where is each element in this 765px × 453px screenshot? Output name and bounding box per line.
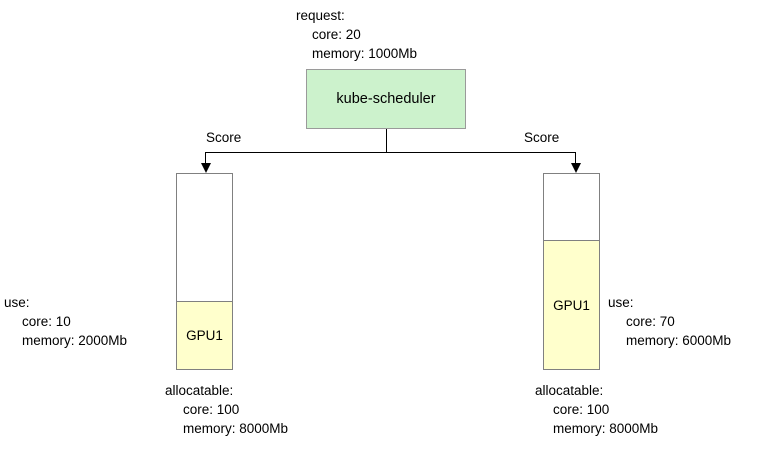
allocatable-memory-right: memory: 8000Mb [553,421,659,436]
allocatable-header-right: allocatable: [535,383,604,398]
request-spec-block: request: core: 20 memory: 1000Mb [246,6,526,63]
allocatable-block-left: allocatable: core: 100 memory: 8000Mb [165,381,288,438]
score-label-left: Score [206,130,242,145]
node-box-right[interactable]: GPU1 [543,173,600,370]
request-memory: memory: 1000Mb [312,46,418,61]
allocatable-core-right: core: 100 [553,402,610,417]
use-header-left: use: [4,295,30,310]
node-usage-fill-right: GPU1 [544,240,599,369]
use-header-right: use: [608,295,634,310]
use-memory-right: memory: 6000Mb [626,333,732,348]
allocatable-block-right: allocatable: core: 100 memory: 8000Mb [535,381,658,438]
kube-scheduler-label: kube-scheduler [336,91,436,107]
allocatable-header-left: allocatable: [165,383,234,398]
use-core-left: core: 10 [22,314,71,329]
scheduler-trunk-line [386,129,387,153]
node-usage-fill-left: GPU1 [177,301,232,369]
allocatable-core-left: core: 100 [183,402,240,417]
scheduler-branch-line [205,152,576,153]
gpu-label-left: GPU1 [186,328,223,343]
kube-scheduler-box[interactable]: kube-scheduler [306,69,466,129]
use-block-left: use: core: 10 memory: 2000Mb [4,293,127,350]
gpu-label-right: GPU1 [553,297,590,313]
right-branch-stem [575,152,576,165]
score-label-right: Score [524,130,560,145]
right-arrow-icon [571,163,581,173]
left-arrow-icon [201,163,211,173]
left-branch-stem [205,152,206,165]
allocatable-memory-left: memory: 8000Mb [183,421,289,436]
use-core-right: core: 70 [626,314,675,329]
request-core: core: 20 [312,27,361,42]
request-header: request: [296,8,345,23]
node-box-left[interactable]: GPU1 [176,173,233,370]
use-block-right: use: core: 70 memory: 6000Mb [608,293,731,350]
use-memory-left: memory: 2000Mb [22,333,128,348]
